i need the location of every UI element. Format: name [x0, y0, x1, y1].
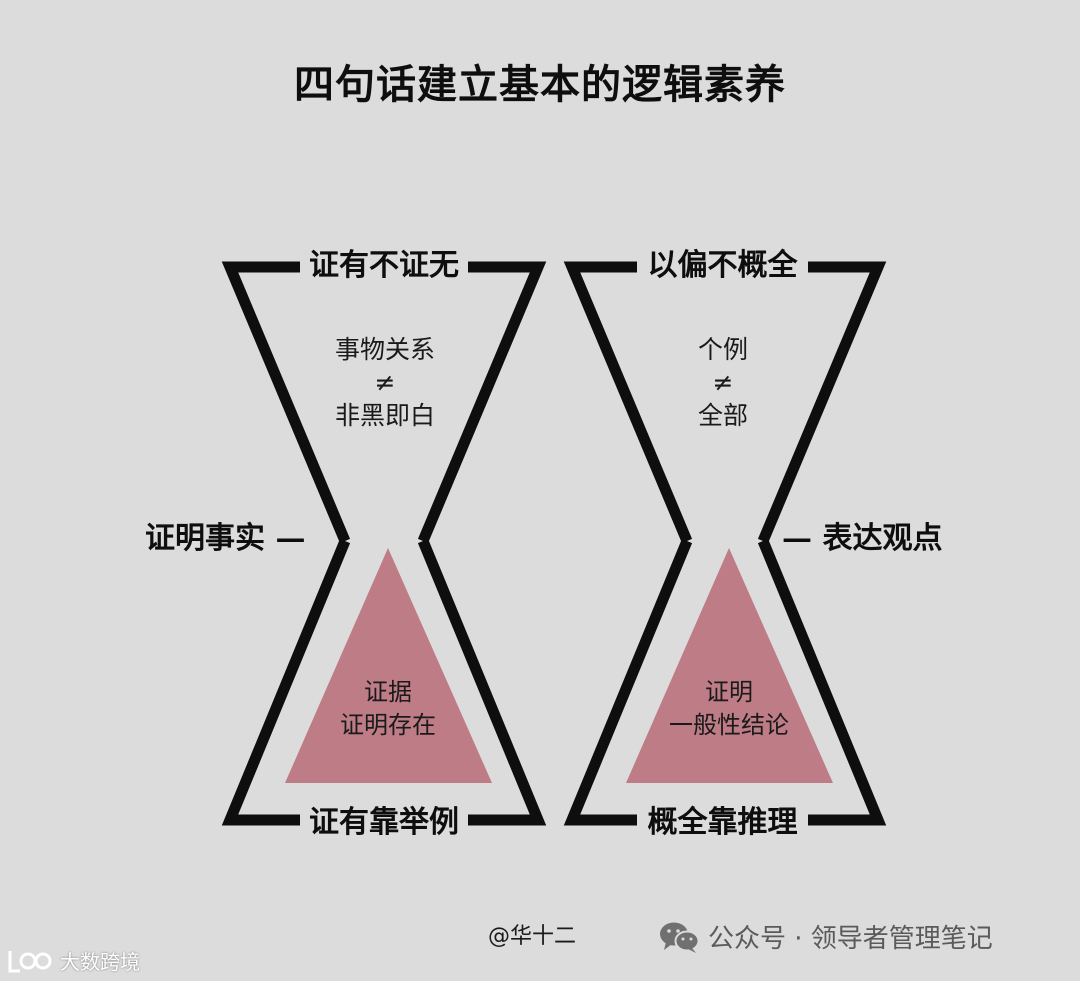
- author-credit: @华十二: [488, 924, 577, 949]
- left-inner-line: ≠: [374, 368, 396, 397]
- right-side-label: — 表达观点: [782, 521, 943, 556]
- left-side-label: 证明事实 —: [145, 521, 306, 556]
- right-triangle-text: 证明 一般性结论: [644, 676, 814, 742]
- left-triangle-line: 证明存在: [340, 711, 436, 739]
- right-hourglass-lower-right: [757, 538, 887, 826]
- right-inner-line: 全部: [697, 401, 748, 430]
- right-triangle-line: 证明: [705, 678, 753, 706]
- right-triangle: [626, 548, 833, 783]
- right-hourglass-lower: [563, 538, 693, 826]
- left-inner-line: 事物关系: [334, 335, 435, 364]
- left-hourglass-lower-right: [417, 538, 547, 826]
- left-top-label: 证有不证无: [309, 248, 459, 283]
- watermark-text: 大数跨境: [60, 950, 140, 974]
- left-inner-line: 非黑即白: [334, 401, 435, 430]
- left-triangle-text: 证据 证明存在: [303, 676, 473, 742]
- right-hourglass-upper: [563, 261, 693, 544]
- right-bottom-label: 概全靠推理: [647, 805, 798, 840]
- right-top-label: 以偏不概全: [647, 248, 798, 283]
- left-bottom-label: 证有靠举例: [309, 805, 459, 840]
- left-hourglass-upper-right: [417, 261, 547, 544]
- logo-icon: [8, 950, 52, 972]
- wechat-account-name: 公众号 · 领导者管理笔记: [708, 924, 993, 954]
- right-inner-line: 个例: [697, 335, 748, 364]
- left-triangle: [285, 548, 492, 783]
- wechat-account[interactable]: 公众号 · 领导者管理笔记: [658, 918, 993, 955]
- right-triangle-line: 一般性结论: [669, 711, 789, 739]
- left-hourglass-lower: [221, 538, 351, 826]
- right-inner-line: ≠: [712, 368, 734, 397]
- page-title: 四句话建立基本的逻辑素养: [294, 61, 786, 108]
- right-inner-text: 个例 ≠ 全部: [638, 333, 808, 432]
- wechat-icon: [660, 922, 700, 953]
- left-hourglass-upper: [221, 261, 351, 544]
- left-triangle-line: 证据: [364, 678, 412, 706]
- left-inner-text: 事物关系 ≠ 非黑即白: [300, 333, 470, 432]
- right-hourglass-upper-right: [757, 261, 887, 544]
- watermark: 大数跨境: [6, 946, 140, 975]
